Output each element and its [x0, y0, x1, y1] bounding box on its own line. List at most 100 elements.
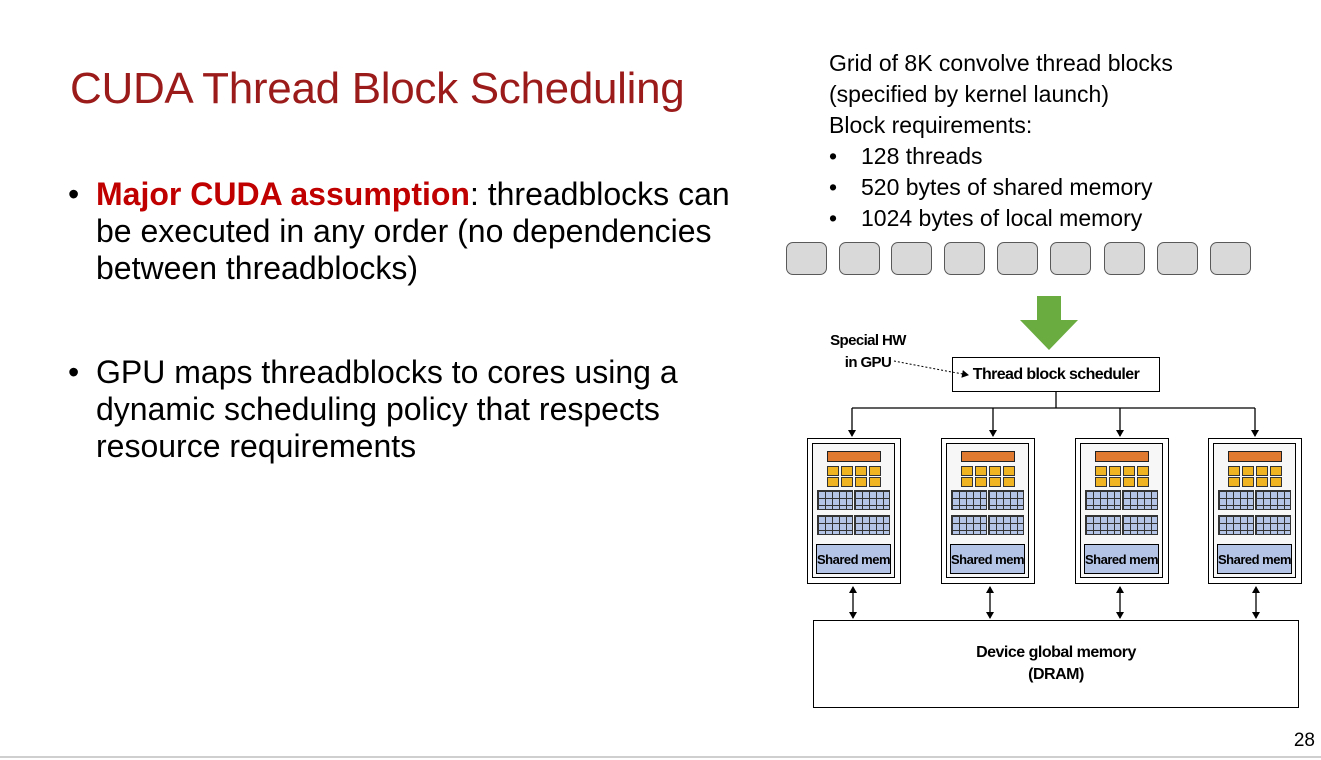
alu-unit — [1228, 477, 1240, 487]
thread-block — [891, 242, 932, 275]
thread-block — [1157, 242, 1198, 275]
requirement-text: 1024 bytes of local memory — [861, 205, 1143, 231]
fetch-decode-unit — [1228, 451, 1282, 462]
execution-context — [951, 515, 987, 535]
device-global-memory: Device global memory (DRAM) — [813, 620, 1299, 708]
thread-block — [1104, 242, 1145, 275]
alu-unit — [961, 466, 973, 476]
thread-block — [997, 242, 1038, 275]
thread-block — [1210, 242, 1251, 275]
alu-unit — [989, 477, 1001, 487]
special-hw-line-1: Special HW — [830, 332, 906, 349]
alu-unit — [1270, 477, 1282, 487]
requirement-item: • 1024 bytes of local memory — [829, 203, 1173, 234]
execution-context — [1085, 515, 1121, 535]
alu-unit — [1256, 477, 1268, 487]
bullet-dot: • — [68, 176, 80, 212]
alu-unit — [1228, 466, 1240, 476]
execution-context — [1255, 490, 1291, 510]
grid-line-3: Block requirements: — [829, 112, 1033, 138]
thread-block — [1050, 242, 1091, 275]
bullet-dot: • — [829, 143, 838, 169]
page-number: 28 — [1293, 730, 1315, 751]
alu-unit — [841, 466, 853, 476]
alu-unit — [1095, 477, 1107, 487]
alu-unit — [827, 466, 839, 476]
alu-unit — [1137, 477, 1149, 487]
execution-context — [1122, 490, 1158, 510]
execution-context — [854, 490, 890, 510]
execution-context — [1218, 515, 1254, 535]
execution-context — [988, 515, 1024, 535]
alu-unit — [1137, 466, 1149, 476]
gpu-core: Shared mem — [807, 438, 901, 584]
execution-context — [951, 490, 987, 510]
footer-divider — [0, 756, 1321, 758]
execution-context — [1218, 490, 1254, 510]
alu-unit — [961, 477, 973, 487]
shared-mem: Shared mem — [1217, 544, 1292, 574]
execution-context — [817, 515, 853, 535]
alu-unit — [1003, 477, 1015, 487]
requirements-list: •128 threads •520 bytes of shared memory… — [829, 141, 1173, 234]
dram-line-1: Device global memory — [976, 644, 1136, 661]
alu-unit — [1242, 477, 1254, 487]
bullet-item-assumption: • Major CUDA assumption: threadblocks ca… — [68, 176, 738, 287]
fetch-decode-unit — [961, 451, 1015, 462]
requirement-item: •520 bytes of shared memory — [829, 172, 1173, 203]
execution-context — [817, 490, 853, 510]
bullet-dot: • — [829, 205, 838, 231]
down-arrow-icon — [1020, 296, 1078, 350]
grid-description: Grid of 8K convolve thread blocks (speci… — [829, 48, 1173, 234]
gpu-core: Shared mem — [1208, 438, 1302, 584]
alu-unit — [855, 466, 867, 476]
alu-unit — [1123, 466, 1135, 476]
fetch-decode-unit — [827, 451, 881, 462]
thread-block-scheduler: Thread block scheduler — [952, 357, 1160, 392]
alu-unit — [1242, 466, 1254, 476]
grid-line-1: Grid of 8K convolve thread blocks — [829, 50, 1173, 76]
execution-context — [1085, 490, 1121, 510]
alu-unit — [975, 466, 987, 476]
shared-mem: Shared mem — [1084, 544, 1159, 574]
execution-context — [1122, 515, 1158, 535]
core-body: Shared mem — [1213, 443, 1296, 578]
execution-context — [1255, 515, 1291, 535]
special-hw-label: Special HW in GPU — [822, 330, 914, 374]
requirement-text: 520 bytes of shared memory — [861, 174, 1153, 200]
core-body: Shared mem — [1080, 443, 1163, 578]
bullet-dot: • — [68, 354, 80, 390]
alu-unit — [869, 466, 881, 476]
alu-unit — [1270, 466, 1282, 476]
alu-unit — [827, 477, 839, 487]
thread-block — [944, 242, 985, 275]
core-body: Shared mem — [812, 443, 895, 578]
requirement-item: • 128 threads — [829, 141, 1173, 172]
thread-block — [839, 242, 880, 275]
alu-unit — [1123, 477, 1135, 487]
gpu-core: Shared mem — [1075, 438, 1169, 584]
grid-line-2: (specified by kernel launch) — [829, 81, 1109, 107]
requirement-text: 128 threads — [861, 143, 983, 169]
alu-unit — [1109, 466, 1121, 476]
bullet-item-mapping: • GPU maps threadblocks to cores using a… — [68, 354, 738, 465]
fetch-decode-unit — [1095, 451, 1149, 462]
gpu-core: Shared mem — [941, 438, 1035, 584]
arrow-shaft — [1037, 296, 1061, 320]
shared-mem: Shared mem — [950, 544, 1025, 574]
special-hw-line-2: in GPU — [844, 354, 892, 371]
core-body: Shared mem — [946, 443, 1029, 578]
bullet-text: : threadblocks can be executed in any or… — [96, 176, 730, 286]
bullet-text: GPU maps threadblocks to cores using a d… — [96, 354, 678, 464]
alu-unit — [989, 466, 1001, 476]
execution-context — [854, 515, 890, 535]
thread-block — [786, 242, 827, 275]
slide-title: CUDA Thread Block Scheduling — [70, 64, 685, 113]
execution-context — [988, 490, 1024, 510]
shared-mem: Shared mem — [816, 544, 891, 574]
alu-unit — [1003, 466, 1015, 476]
alu-unit — [1109, 477, 1121, 487]
alu-unit — [869, 477, 881, 487]
alu-unit — [1095, 466, 1107, 476]
alu-unit — [975, 477, 987, 487]
